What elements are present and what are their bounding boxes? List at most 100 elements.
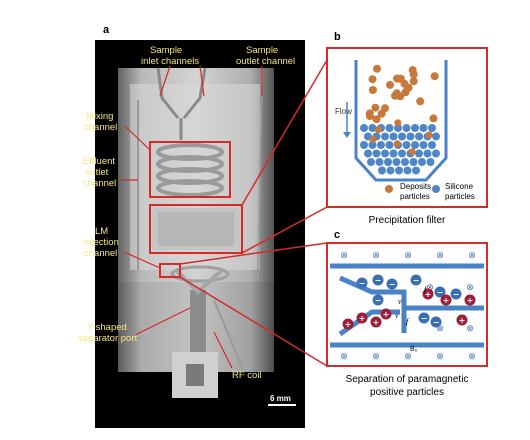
field-into-page-marker: ⊗	[340, 352, 348, 362]
negative-particle-sign: −	[359, 279, 366, 288]
mixing-box	[149, 141, 231, 198]
silicone-particle	[367, 158, 375, 166]
positive-particle	[456, 314, 468, 326]
caption-c-line1: Separation of paramagnetic	[346, 374, 469, 385]
negative-particle-sign: −	[413, 276, 420, 285]
silicone-particle	[426, 158, 435, 166]
deposit-particle	[416, 97, 425, 106]
filter-box	[149, 204, 243, 254]
silicone-particle	[392, 158, 401, 166]
silicone-particle	[389, 149, 398, 158]
negative-particle-sign: −	[375, 296, 382, 305]
negative-particle	[372, 294, 384, 306]
svg-text:channel: channel	[83, 178, 116, 189]
deposit-particle	[373, 64, 381, 73]
silicone-particle	[402, 124, 411, 132]
svg-text:separator port: separator port	[78, 333, 138, 344]
label-rf-coil: RF coil	[232, 370, 262, 381]
legend-silicone: Silicone particles	[432, 182, 475, 201]
label-mixing: Mixing channel	[84, 111, 117, 133]
silicone-particle	[360, 141, 368, 149]
negative-particle-sign: −	[433, 318, 440, 327]
positive-particle-sign: +	[383, 310, 390, 319]
device-photo	[118, 67, 274, 398]
svg-text:Mixing: Mixing	[86, 111, 113, 122]
deposit-particle	[365, 112, 374, 120]
silicone-particle	[412, 166, 420, 175]
deposit-particle	[409, 70, 418, 79]
positive-particle	[356, 312, 368, 324]
silicone-particle	[415, 132, 423, 141]
connector-b-top	[241, 59, 328, 206]
negative-particle-sign: −	[375, 276, 382, 285]
connector-c-bottom	[179, 276, 328, 367]
field-into-page-marker: ⊗	[466, 283, 474, 293]
positive-particle-sign: +	[459, 316, 466, 325]
label-pointers	[121, 65, 263, 369]
positive-particle-sign: +	[443, 296, 450, 305]
silicone-particle	[432, 149, 440, 158]
positive-particle	[342, 318, 354, 330]
silicone-particle	[385, 124, 394, 132]
silicone-particle	[403, 166, 412, 175]
field-into-page-marker: ⊗	[426, 283, 434, 293]
svg-text:outlet: outlet	[85, 167, 109, 178]
label-v: v	[398, 297, 402, 306]
label-separator: Y-shaped separator port	[78, 322, 138, 344]
label-effluent: Effluent outlet channel	[83, 156, 116, 189]
silicone-particle	[368, 141, 377, 149]
label-b0: B₀	[410, 346, 418, 353]
label-sample-inlet: Sample inlet channels	[141, 45, 199, 67]
field-into-page-marker: ⊗	[404, 251, 412, 261]
deposit-particle	[368, 86, 377, 94]
legend-deposits: Deposits particles	[385, 182, 431, 201]
deposit-particle	[368, 75, 377, 84]
negative-particle	[386, 278, 398, 290]
filter-vessel	[354, 60, 448, 182]
silicone-particle	[401, 158, 409, 166]
svg-text:Y-shaped: Y-shaped	[87, 322, 127, 333]
silicone-particle	[402, 141, 411, 149]
silicone-particle	[398, 132, 406, 141]
label-f: f	[424, 285, 428, 294]
field-into-page-marker: ⊗	[436, 251, 444, 261]
field-into-page-marker: ⊗	[466, 324, 474, 334]
positive-particle-sign: +	[359, 314, 366, 323]
negative-particle-sign: −	[421, 314, 428, 323]
deposit-particle	[371, 103, 380, 112]
deposit-particle	[425, 131, 433, 139]
positive-particle	[464, 294, 476, 306]
caption-b: Precipitation filter	[369, 215, 446, 226]
svg-text:channel: channel	[84, 122, 117, 133]
deposit-particle	[372, 115, 381, 124]
panel-c-frame	[326, 242, 488, 367]
silicone-particle	[381, 149, 389, 158]
scale-bar-label: 6 mm	[270, 394, 291, 403]
deposit-particle	[386, 80, 394, 89]
deposit-particle	[394, 119, 402, 127]
separator-box	[159, 263, 181, 278]
deposit-particle	[369, 135, 377, 143]
svg-text:LM: LM	[95, 226, 108, 237]
negative-particle	[430, 316, 442, 328]
deposit-particle	[393, 140, 401, 148]
silicone-particle	[389, 132, 398, 141]
panel-c-letter: c	[334, 229, 340, 241]
svg-text:Sample: Sample	[246, 45, 278, 56]
positive-particle-sign: +	[467, 296, 474, 305]
negative-particle	[410, 274, 422, 286]
field-into-page-marker: ⊗	[436, 352, 444, 362]
silicone-particle	[375, 158, 384, 166]
label-f-lower: f	[406, 317, 410, 326]
deposit-particle	[429, 114, 438, 123]
positive-particle	[440, 294, 452, 306]
svg-text:Effluent: Effluent	[83, 156, 115, 167]
charged-particle-field: ⊗⊗⊗⊗⊗⊗⊗⊗⊗⊗⊗⊗⊗⊗−−−−−−−−−++++++++	[340, 251, 476, 362]
silicone-particle	[428, 124, 436, 132]
svg-text:outlet channel: outlet channel	[236, 56, 295, 67]
svg-text:particles: particles	[400, 192, 430, 201]
silicone-particle	[432, 132, 440, 141]
deposit-particle	[409, 77, 418, 86]
silicone-particle	[385, 141, 394, 149]
